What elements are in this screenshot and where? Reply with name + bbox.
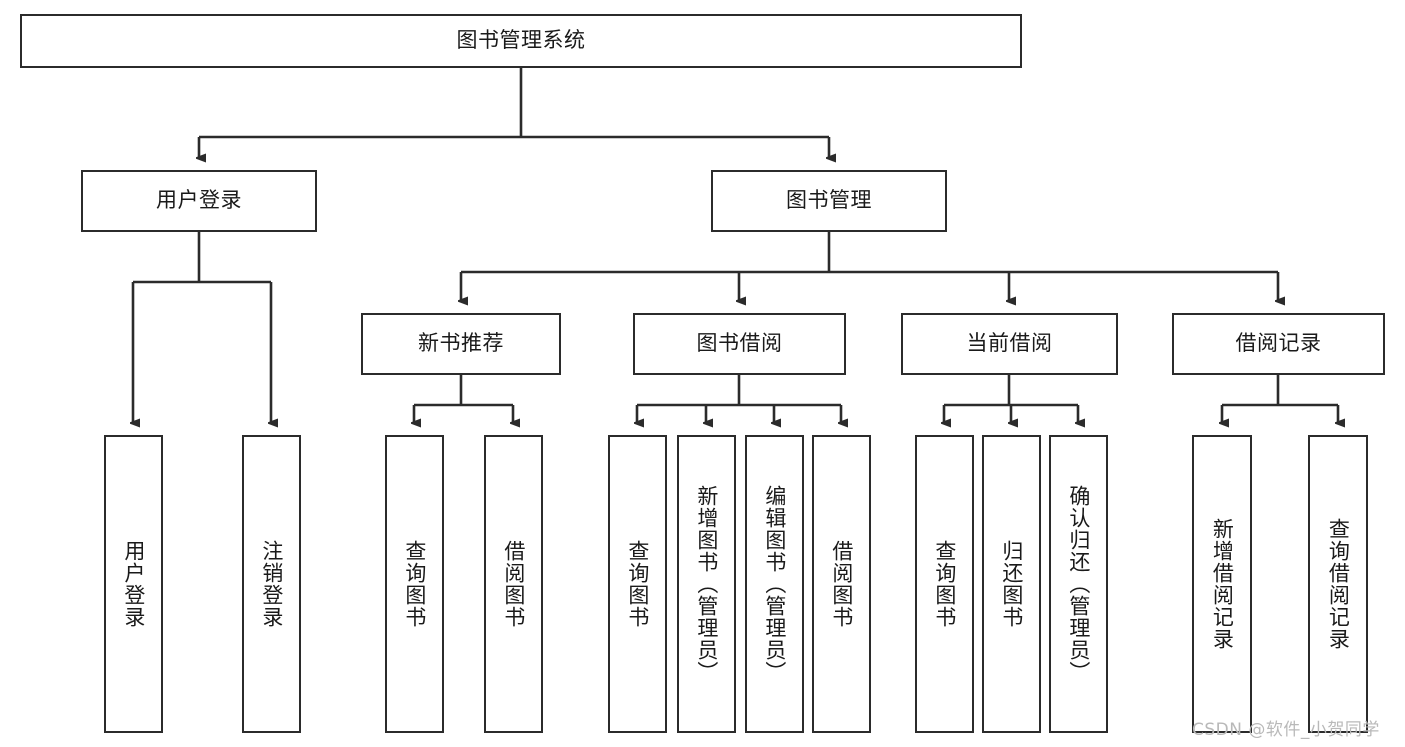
leaf-user-login[interactable]: 用户登录 xyxy=(104,435,163,733)
node-label: 借阅图书 xyxy=(501,540,526,628)
leaf-borrow-borrow-book[interactable]: 借阅图书 xyxy=(812,435,871,733)
node-label: 查询图书 xyxy=(932,540,957,628)
node-label: 确认归还（管理员） xyxy=(1066,485,1091,683)
node-label: 新增图书（管理员） xyxy=(694,485,719,683)
leaf-recommend-borrow-book[interactable]: 借阅图书 xyxy=(484,435,543,733)
watermark-csdn: CSDN @软件_小贺同学 xyxy=(1192,720,1380,740)
leaf-record-query-borrow-record[interactable]: 查询借阅记录 xyxy=(1308,435,1368,733)
node-label: 图书管理 xyxy=(786,188,872,213)
node-label: 新书推荐 xyxy=(418,331,504,356)
node-label: 查询图书 xyxy=(402,540,427,628)
node-book-management[interactable]: 图书管理 xyxy=(711,170,947,232)
leaf-recommend-query-book[interactable]: 查询图书 xyxy=(385,435,444,733)
leaf-current-query-book[interactable]: 查询图书 xyxy=(915,435,974,733)
leaf-record-add-borrow-record[interactable]: 新增借阅记录 xyxy=(1192,435,1252,733)
node-root-book-management-system[interactable]: 图书管理系统 xyxy=(20,14,1022,68)
node-current-borrow[interactable]: 当前借阅 xyxy=(901,313,1118,375)
node-label: 借阅记录 xyxy=(1235,331,1322,356)
node-label: 查询图书 xyxy=(625,540,650,628)
leaf-borrow-add-book-admin[interactable]: 新增图书（管理员） xyxy=(677,435,736,733)
leaf-user-logout[interactable]: 注销登录 xyxy=(242,435,301,733)
leaf-current-confirm-return-admin[interactable]: 确认归还（管理员） xyxy=(1049,435,1108,733)
node-label: 用户登录 xyxy=(121,540,146,628)
node-label: 注销登录 xyxy=(259,540,284,628)
node-label: 查询借阅记录 xyxy=(1326,518,1351,650)
node-label: 借阅图书 xyxy=(829,540,854,628)
node-label: 图书借阅 xyxy=(696,331,783,356)
node-label: 新增借阅记录 xyxy=(1210,518,1235,650)
node-borrow-record[interactable]: 借阅记录 xyxy=(1172,313,1385,375)
node-label: 当前借阅 xyxy=(966,331,1053,356)
node-label: 图书管理系统 xyxy=(456,28,586,53)
node-new-book-recommend[interactable]: 新书推荐 xyxy=(361,313,561,375)
node-label: 归还图书 xyxy=(999,540,1024,628)
leaf-borrow-query-book[interactable]: 查询图书 xyxy=(608,435,667,733)
node-user-login[interactable]: 用户登录 xyxy=(81,170,317,232)
node-label: 用户登录 xyxy=(156,188,242,213)
node-label: 编辑图书（管理员） xyxy=(762,485,787,683)
leaf-current-return-book[interactable]: 归还图书 xyxy=(982,435,1041,733)
leaf-borrow-edit-book-admin[interactable]: 编辑图书（管理员） xyxy=(745,435,804,733)
node-book-borrow[interactable]: 图书借阅 xyxy=(633,313,846,375)
